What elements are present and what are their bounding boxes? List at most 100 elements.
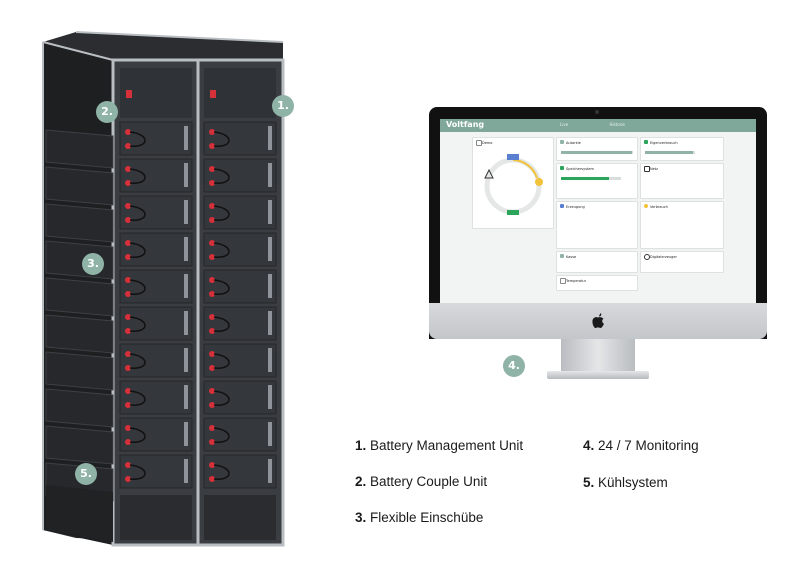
battery-module [119,121,193,156]
battery-cabinet-illustration [38,30,288,550]
card-demo-title: Demo [482,141,493,145]
battery-terminal-red [209,365,215,371]
battery-module [119,158,193,193]
battery-handle [268,348,272,372]
autarkie-icon [560,140,564,144]
legend-item-2: 2. Battery Couple Unit [355,474,487,489]
battery-module [119,454,193,489]
house-icon [560,254,564,258]
battery-handle [268,163,272,187]
battery-terminal-red [209,291,215,297]
battery-terminal-red [125,240,131,246]
battery-module [203,195,277,230]
card-autarkie: Autarkie [556,137,638,161]
battery-cable [213,242,230,258]
card-autarkie-title: Autarkie [566,141,581,145]
battery-cable [213,427,230,443]
solar-panel-icon [560,204,564,208]
battery-module [119,380,193,415]
battery-terminal-red [125,314,131,320]
autarkie-bar-fill [561,151,632,154]
legend-item-3: 3. Flexible Einschübe [355,510,483,525]
battery-terminal-red [209,240,215,246]
side-shelf [45,388,114,428]
card-digitalerzeuger-title: Digitalerzeuger [650,255,677,259]
marker-battery-management-unit: 1. [272,95,294,117]
card-eigenverbrauch: Eigenverbrauch [640,137,724,161]
battery-cable [129,390,146,406]
eigenverbrauch-bar [645,151,695,154]
battery-handle [184,163,188,187]
battery-handle [268,126,272,150]
battery-cable [129,205,146,221]
battery-terminal-red [125,143,131,149]
legend-text: Battery Management Unit [370,438,524,453]
speicher-bar [561,177,621,180]
tab-historie[interactable]: Historie [609,122,625,127]
card-speichersystem: Speichersystem [556,163,638,199]
battery-cable [129,279,146,295]
legend-item-4: 4. 24 / 7 Monitoring [583,438,699,453]
battery-terminal-red [125,476,131,482]
camera-dot [595,110,599,114]
battery-terminal-red [125,203,131,209]
imac-monitor: Voltfang Live Historie Demo [429,107,767,387]
battery-terminal-red [125,462,131,468]
bulb-icon [644,204,648,208]
card-eigenverbrauch-title: Eigenverbrauch [650,141,678,145]
legend-text: 24 / 7 Monitoring [598,438,699,453]
card-kasse-title: Kasse [566,255,577,259]
battery-cable [213,390,230,406]
battery-handle [184,237,188,261]
battery-terminal-red [209,439,215,445]
battery-terminal-red [125,365,131,371]
monitor-stand [561,339,635,373]
card-speichersystem-title: Speichersystem [566,167,594,171]
legend-num: 4. [583,438,595,453]
side-shelf [45,351,114,391]
battery-terminal-red [209,388,215,394]
battery-module [203,380,277,415]
battery-terminal-red [209,180,215,186]
battery-cable [129,242,146,258]
battery-handle [184,385,188,409]
battery-handle [268,311,272,335]
battery-terminal-red [125,166,131,172]
battery-terminal-red [209,217,215,223]
battery-terminal-red [209,143,215,149]
battery-terminal-red [125,291,131,297]
battery-cable [213,131,230,147]
battery-handle [268,200,272,224]
bmu-left-switch [126,90,132,98]
battery-cable [213,353,230,369]
battery-terminal-red [125,351,131,357]
battery-handle [268,385,272,409]
battery-module [203,454,277,489]
battery-handle [268,422,272,446]
battery-handle [184,459,188,483]
bmu-right-switch [210,90,216,98]
battery-handle [184,348,188,372]
tab-live[interactable]: Live [560,122,569,127]
battery-handle [184,311,188,335]
marker-battery-couple-unit: 2. [96,101,118,123]
battery-cable [213,168,230,184]
cabinet-top-edge [42,41,114,61]
legend-text: Flexible Einschübe [370,510,484,525]
battery-module [203,343,277,378]
dashboard-topbar: Voltfang Live Historie [440,119,756,132]
apple-logo-icon [592,313,604,328]
circle-icon [644,254,650,260]
battery-module [119,269,193,304]
legend-num: 3. [355,510,367,525]
battery-terminal-red [125,328,131,334]
cooling-side-panel [46,485,113,542]
battery-cable [129,427,146,443]
marker-flexible-einschuebe: 3. [82,253,104,275]
energy-flow-ring [484,154,543,215]
battery-cable [129,464,146,480]
battery-module [203,158,277,193]
leaf-icon [644,140,648,144]
legend-text: Battery Couple Unit [370,474,488,489]
battery-terminal-red [209,203,215,209]
